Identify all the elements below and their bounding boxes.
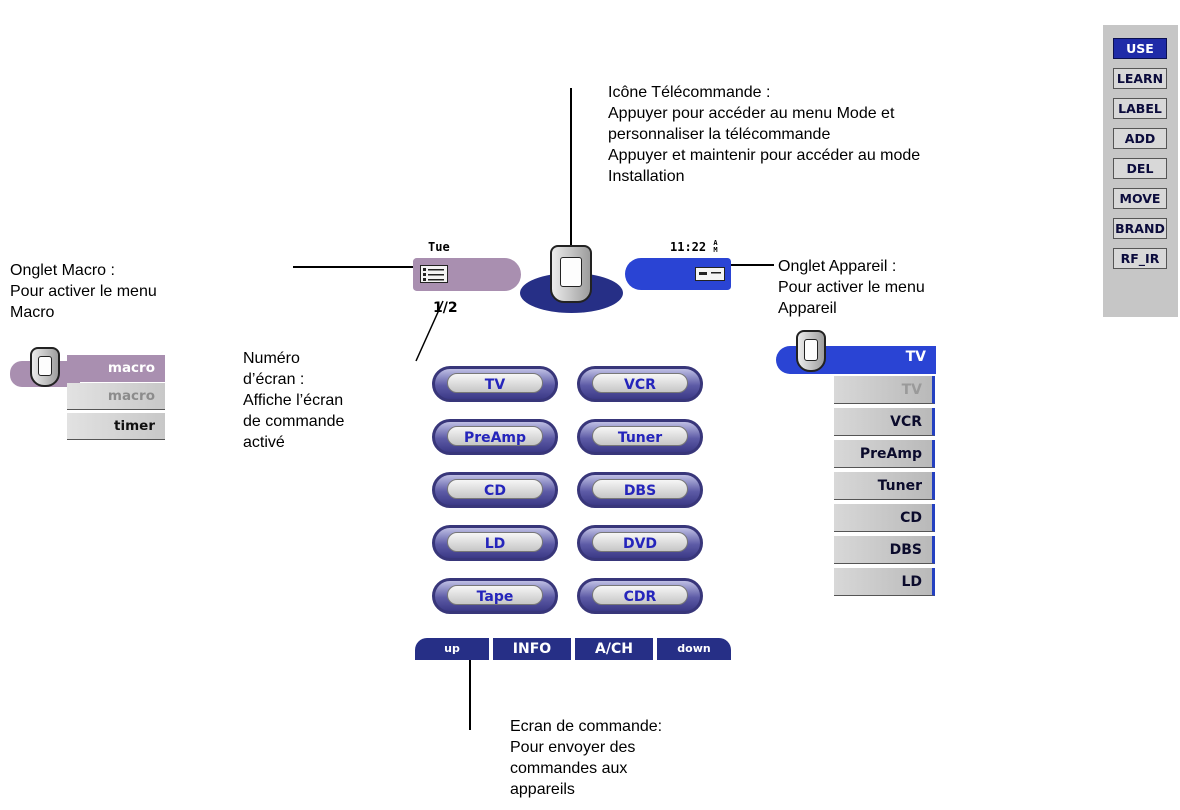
- device-tab-callout-line-2: Pour activer le menu: [778, 279, 925, 296]
- time-value: 11:22: [670, 240, 707, 254]
- screen-number-callout-line-1: Numéro: [243, 350, 300, 367]
- macro-tab-callout-line-2: Pour activer le menu: [10, 283, 157, 300]
- remote-icon-button[interactable]: [520, 245, 623, 315]
- device-button-cd[interactable]: CD: [432, 472, 558, 508]
- device-menu-item-vcr[interactable]: VCR: [834, 408, 935, 436]
- remote-icon-callout-line-2: Appuyer pour accéder au menu Mode et: [608, 105, 895, 122]
- screen-number-callout-line-3: Affiche l’écran: [243, 392, 344, 409]
- device-button-dvd[interactable]: DVD: [577, 525, 703, 561]
- command-screen-callout-line-1: Ecran de commande:: [510, 718, 663, 735]
- device-tab-callout: Onglet Appareil : Pour activer le menu A…: [778, 256, 925, 319]
- device-button-cdr-label: CDR: [592, 585, 688, 605]
- device-vcr-icon: [695, 267, 725, 281]
- info-button[interactable]: INFO: [493, 638, 571, 660]
- remote-icon-callout-line-4: Appuyer et maintenir pour accéder au mod…: [608, 147, 921, 164]
- device-menu-item-dbs[interactable]: DBS: [834, 536, 935, 564]
- device-tab-callout-line-3: Appareil: [778, 300, 837, 317]
- remote-icon-callout-line-5: Installation: [608, 168, 685, 185]
- device-button-tuner-label: Tuner: [592, 426, 688, 446]
- device-menu-item-preamp[interactable]: PreAmp: [834, 440, 935, 468]
- macro-tab-callout: Onglet Macro : Pour activer le menu Macr…: [10, 260, 157, 323]
- mode-toolbar: USE LEARN LABEL ADD DEL MOVE BRAND RF_IR: [1103, 25, 1178, 317]
- device-button-tape[interactable]: Tape: [432, 578, 558, 614]
- remote-icon-callout-line-3: personnaliser la télécommande: [608, 126, 831, 143]
- up-button[interactable]: up: [415, 638, 489, 660]
- page-number: 1/2: [433, 300, 458, 316]
- screen-number-callout: Numéro d’écran : Affiche l’écran de comm…: [243, 348, 344, 453]
- device-menu-selected: TV: [905, 349, 926, 365]
- device-button-tape-label: Tape: [447, 585, 543, 605]
- device-button-preamp[interactable]: PreAmp: [432, 419, 558, 455]
- device-button-tv-label: TV: [447, 373, 543, 393]
- remote-icon-callout-line-1: Icône Télécommande :: [608, 84, 771, 101]
- device-button-dvd-label: DVD: [592, 532, 688, 552]
- ach-button[interactable]: A/CH: [575, 638, 653, 660]
- toolbar-del-button[interactable]: DEL: [1113, 158, 1167, 179]
- ampm-m: M: [713, 246, 718, 254]
- device-button-tuner[interactable]: Tuner: [577, 419, 703, 455]
- device-menu-item-cd[interactable]: CD: [834, 504, 935, 532]
- device-button-ld[interactable]: LD: [432, 525, 558, 561]
- device-button-vcr[interactable]: VCR: [577, 366, 703, 402]
- macro-tab[interactable]: [413, 258, 521, 291]
- device-button-preamp-label: PreAmp: [447, 426, 543, 446]
- device-tab-pointer: [730, 264, 774, 266]
- toolbar-brand-button[interactable]: BRAND: [1113, 218, 1167, 239]
- remote-icon-screen: [560, 257, 582, 287]
- device-button-cdr[interactable]: CDR: [577, 578, 703, 614]
- device-button-vcr-label: VCR: [592, 373, 688, 393]
- device-tab[interactable]: [625, 258, 731, 290]
- macro-menu-item-active[interactable]: macro: [67, 355, 165, 382]
- macro-tab-callout-line-3: Macro: [10, 304, 55, 321]
- toolbar-use-button[interactable]: USE: [1113, 38, 1167, 59]
- remote-icon: [550, 245, 592, 303]
- device-tab-callout-line-1: Onglet Appareil :: [778, 258, 897, 275]
- device-button-dbs-label: DBS: [592, 479, 688, 499]
- device-menu-item-tuner[interactable]: Tuner: [834, 472, 935, 500]
- macro-tab-pointer: [293, 266, 423, 268]
- device-menu-remote-screen: [804, 339, 818, 361]
- screen-number-callout-line-5: activé: [243, 434, 285, 451]
- down-button[interactable]: down: [657, 638, 731, 660]
- toolbar-add-button[interactable]: ADD: [1113, 128, 1167, 149]
- bottom-button-bar: up INFO A/CH down: [415, 638, 731, 660]
- device-button-tv[interactable]: TV: [432, 366, 558, 402]
- time-label: 11:22 A M: [670, 240, 718, 255]
- command-screen-pointer: [469, 650, 471, 730]
- macro-tab-callout-line-1: Onglet Macro :: [10, 262, 115, 279]
- device-menu-remote-icon: [796, 330, 826, 372]
- toolbar-learn-button[interactable]: LEARN: [1113, 68, 1167, 89]
- remote-icon-pointer: [570, 88, 572, 268]
- macro-menu-item-macro[interactable]: macro: [67, 383, 165, 410]
- screen-number-pointer: [415, 300, 444, 362]
- screen-number-callout-line-4: de commande: [243, 413, 345, 430]
- macro-menu-remote-screen: [38, 356, 52, 376]
- ampm-a: A: [713, 239, 718, 247]
- toolbar-rf-ir-button[interactable]: RF_IR: [1113, 248, 1167, 269]
- macro-menu-remote-icon: [30, 347, 60, 387]
- ampm-indicator: A M: [713, 240, 717, 254]
- device-menu-header: TV: [776, 330, 936, 378]
- macro-menu-item-timer[interactable]: timer: [67, 413, 165, 440]
- toolbar-label-button[interactable]: LABEL: [1113, 98, 1167, 119]
- device-menu-item-tv[interactable]: TV: [834, 376, 935, 404]
- screen-number-callout-line-2: d’écran :: [243, 371, 305, 388]
- remote-icon-callout: Icône Télécommande : Appuyer pour accéde…: [608, 82, 920, 187]
- device-button-cd-label: CD: [447, 479, 543, 499]
- device-menu-item-ld[interactable]: LD: [834, 568, 935, 596]
- toolbar-move-button[interactable]: MOVE: [1113, 188, 1167, 209]
- command-screen-callout-line-4: appareils: [510, 781, 575, 798]
- command-screen-callout-line-3: commandes aux: [510, 760, 628, 777]
- day-label: Tue: [428, 240, 450, 254]
- macro-list-icon: [420, 265, 448, 283]
- device-button-dbs[interactable]: DBS: [577, 472, 703, 508]
- command-screen-callout-line-2: Pour envoyer des: [510, 739, 636, 756]
- device-button-ld-label: LD: [447, 532, 543, 552]
- command-screen-callout: Ecran de commande: Pour envoyer des comm…: [510, 716, 662, 800]
